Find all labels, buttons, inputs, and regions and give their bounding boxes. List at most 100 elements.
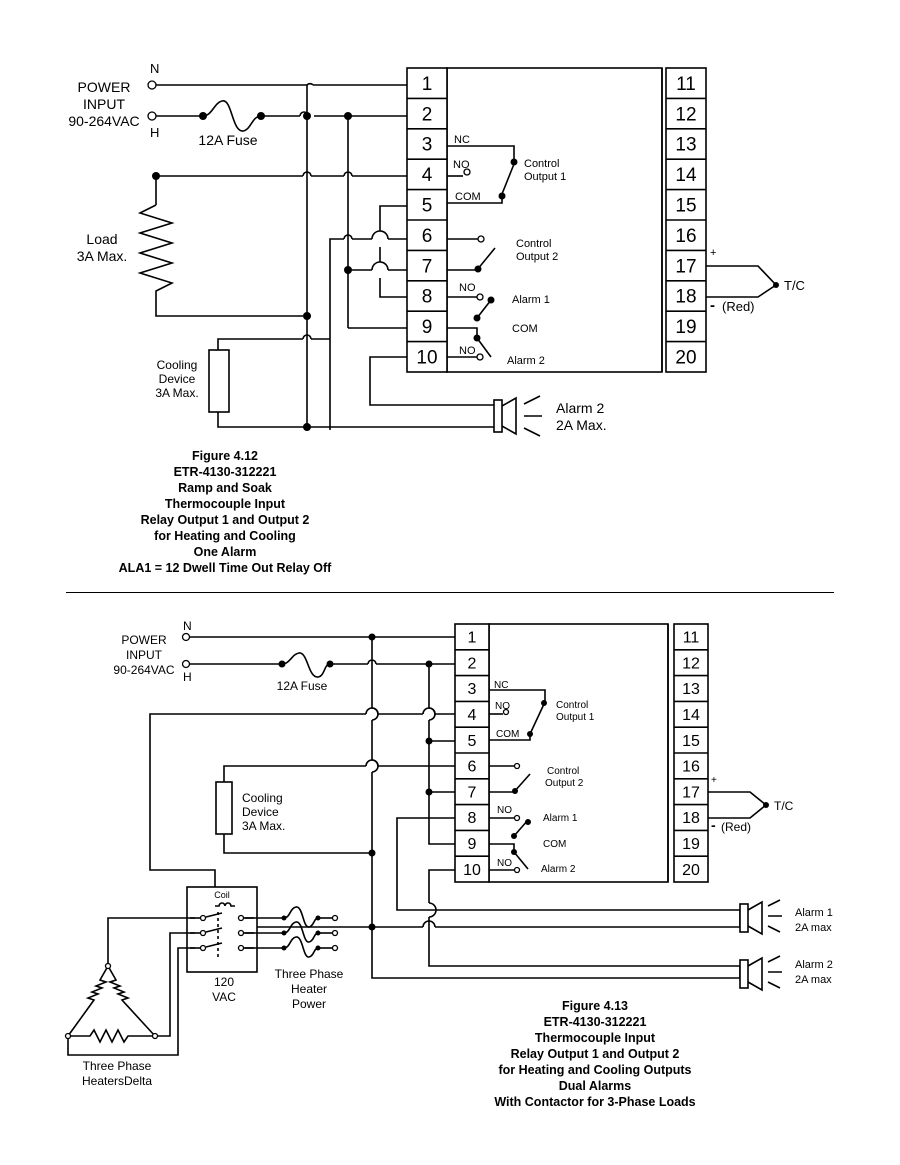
terminal-number: 16 <box>682 759 700 776</box>
tc2-plus: + <box>711 775 717 786</box>
terminal-number: 1 <box>468 630 477 647</box>
neutral-bus-2 <box>371 637 740 979</box>
fuse-12a <box>202 100 262 132</box>
jumper-5-8 <box>379 205 407 298</box>
thermocouple-wires-2 <box>708 791 768 819</box>
com-label: COM <box>455 191 481 203</box>
hot-label-2: H <box>183 670 192 684</box>
wire-terminal-6 <box>329 238 407 430</box>
no-label-2: NO <box>495 701 510 712</box>
terminal-number: 15 <box>675 195 696 216</box>
terminal-number: 12 <box>682 655 700 672</box>
terminal-number: 9 <box>422 317 433 338</box>
figure-divider <box>66 592 834 593</box>
terminal-number: 5 <box>422 195 433 216</box>
hot-label: H <box>150 125 159 140</box>
fuse-12a-2 <box>281 652 331 678</box>
terminal-number: 8 <box>468 810 477 827</box>
caption2-line: Relay Output 1 and Output 2 <box>510 1047 680 1061</box>
power2-label-2: INPUT <box>126 648 163 662</box>
terminal-number: 20 <box>682 862 700 879</box>
caption2-line: ETR-4130-312221 <box>543 1015 647 1029</box>
caption1-line: Ramp and Soak <box>178 481 272 495</box>
terminal-number: 20 <box>675 347 696 368</box>
terminal-number: 3 <box>422 135 433 156</box>
alarm1-horn <box>739 899 782 936</box>
terminal-number: 14 <box>675 165 697 186</box>
load-resistor <box>137 204 311 317</box>
com2-label: COM <box>512 323 538 335</box>
no-label: NO <box>453 159 470 171</box>
load-label-1: Load <box>86 231 117 247</box>
no2-label: NO <box>459 282 476 294</box>
out2-label-a: Control <box>516 238 551 250</box>
no2-label-2: NO <box>497 805 512 816</box>
caption1-line: Figure 4.12 <box>192 449 258 463</box>
no3-label: NO <box>459 345 476 357</box>
caption1-line: Thermocouple Input <box>164 497 286 511</box>
caption2-line: Thermocouple Input <box>534 1031 656 1045</box>
alarm2-horn <box>493 395 542 437</box>
terminal-number: 11 <box>683 630 700 647</box>
terminal-number: 7 <box>468 784 477 801</box>
vac-label-2: VAC <box>212 990 236 1004</box>
terminal-number: 8 <box>422 287 433 308</box>
alarm2-device-label-1: Alarm 2 <box>556 400 604 416</box>
terminal-number: 6 <box>468 759 477 776</box>
tc-label: T/C <box>784 278 805 293</box>
terminal-number: 13 <box>682 681 700 698</box>
alarm1-label-2: Alarm 1 <box>543 813 578 824</box>
heater-wires <box>67 917 190 1056</box>
heater-power-label-2: Heater <box>291 982 327 996</box>
alarm1-device-label-1: Alarm 1 <box>795 907 833 919</box>
caption1-line: ALA1 = 12 Dwell Time Out Relay Off <box>118 561 332 575</box>
tc2-red-label: (Red) <box>721 820 751 834</box>
out2-label-b: Output 2 <box>516 251 558 263</box>
cooling-device <box>208 349 230 413</box>
terminal-number: 19 <box>675 317 696 338</box>
heater-power-label-3: Power <box>292 997 326 1011</box>
cooling-label-3: 3A Max. <box>155 386 198 400</box>
page-crop-mask <box>834 890 900 1000</box>
terminal-number: 11 <box>676 74 696 95</box>
alarm2-label: Alarm 2 <box>507 355 545 367</box>
controller-body <box>446 67 663 373</box>
out2-label-2a: Control <box>547 766 579 777</box>
terminal-number: 18 <box>675 287 696 308</box>
figure-4-12-caption: Figure 4.12 ETR-4130-312221 Ramp and Soa… <box>60 448 390 576</box>
cooling-device-2 <box>215 781 233 835</box>
alarm2-label-2: Alarm 2 <box>541 864 576 875</box>
caption2-line: for Heating and Cooling Outputs <box>498 1063 692 1077</box>
thermocouple-wires <box>706 265 778 298</box>
tc2-label: T/C <box>774 799 794 813</box>
figure-4-13-caption: Figure 4.13 ETR-4130-312221 Thermocouple… <box>440 998 750 1110</box>
power2-label-1: POWER <box>121 633 167 647</box>
power-label-1: POWER <box>78 79 131 95</box>
controller-body-2 <box>488 623 669 883</box>
tc-plus: + <box>710 247 716 259</box>
power-label-2: INPUT <box>83 96 125 112</box>
terminal-number: 16 <box>675 226 696 247</box>
internal-relays-2: NC NO COM Control Output 1 Control Outpu… <box>489 680 595 875</box>
alarm1-label: Alarm 1 <box>512 294 550 306</box>
neutral-label-2: N <box>183 619 192 633</box>
caption1-line: ETR-4130-312221 <box>173 465 277 479</box>
delta-heaters <box>64 962 159 1044</box>
terminal-number: 17 <box>675 256 696 277</box>
terminal-number: 3 <box>468 681 477 698</box>
terminal-number: 9 <box>468 836 477 853</box>
terminal-number: 13 <box>675 135 696 156</box>
hot-bus-2 <box>428 664 455 845</box>
alarm1-device-label-2: 2A max <box>795 922 832 934</box>
alarm2-device-label-1: Alarm 2 <box>795 959 833 971</box>
power2-label-3: 90-264VAC <box>113 663 174 677</box>
no3-label-2: NO <box>497 858 512 869</box>
out2-label-2b: Output 2 <box>545 778 584 789</box>
terminal-number: 6 <box>422 226 433 247</box>
power-label-3: 90-264VAC <box>68 113 139 129</box>
